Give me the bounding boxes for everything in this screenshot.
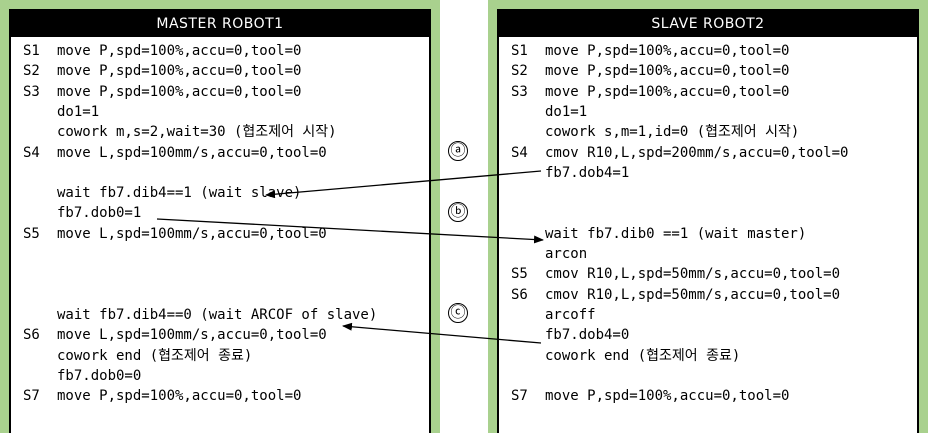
master-code-line: S1 move P,spd=100%,accu=0,tool=0	[11, 41, 301, 61]
slave-statement: move P,spd=100%,accu=0,tool=0	[545, 83, 790, 100]
slave-statement: fb7.dob4=0	[545, 327, 630, 344]
master-statement: do1=1	[57, 103, 100, 120]
slave-code-line	[499, 203, 545, 223]
master-code-line: S5 move L,spd=100mm/s,accu=0,tool=0	[11, 224, 327, 244]
slave-title: SLAVE ROBOT2	[499, 11, 917, 37]
master-panel: MASTER ROBOT1 S1 move P,spd=100%,accu=0,t…	[0, 0, 440, 433]
slave-panel: SLAVE ROBOT2 S1 move P,spd=100%,accu=0,to…	[488, 0, 928, 433]
master-step-label: S6	[23, 327, 40, 344]
slave-code-line: do1=1	[499, 102, 587, 122]
master-code-line: S7 move P,spd=100%,accu=0,tool=0	[11, 386, 301, 406]
slave-step-label: S7	[511, 388, 528, 405]
slave-code-line: cowork s,m=1,id=0 (협조제어 시작)	[499, 122, 799, 142]
slave-statement: cmov R10,L,spd=50mm/s,accu=0,tool=0	[545, 266, 841, 283]
marker-a: ⓐ	[448, 141, 468, 161]
master-statement: move P,spd=100%,accu=0,tool=0	[57, 63, 302, 80]
slave-statement: arcoff	[545, 306, 596, 323]
master-panel-frame: MASTER ROBOT1 S1 move P,spd=100%,accu=0,t…	[9, 9, 431, 433]
master-step-label: S5	[23, 225, 40, 242]
slave-step-label: S2	[511, 63, 528, 80]
master-step-label: S1	[23, 43, 40, 59]
slave-statement: cowork s,m=1,id=0 (협조제어 시작)	[545, 124, 800, 141]
master-code-line	[11, 285, 57, 305]
slave-statement: move P,spd=100%,accu=0,tool=0	[545, 43, 790, 59]
master-statement: wait fb7.dib4==1 (wait slave)	[57, 185, 302, 202]
master-step-label: S4	[23, 144, 40, 161]
master-statement: move L,spd=100mm/s,accu=0,tool=0	[57, 144, 327, 161]
slave-code-line: S3 move P,spd=100%,accu=0,tool=0	[499, 82, 789, 102]
master-code-line	[11, 244, 57, 264]
master-statement: cowork end (협조제어 종료)	[57, 347, 253, 364]
slave-statement: move P,spd=100%,accu=0,tool=0	[545, 388, 790, 405]
master-step-label: S3	[23, 83, 40, 100]
master-code-line: wait fb7.dib4==1 (wait slave)	[11, 183, 301, 203]
master-code-line: fb7.dob0=0	[11, 366, 141, 386]
slave-code-line: S1 move P,spd=100%,accu=0,tool=0	[499, 41, 789, 61]
slave-code-line: cowork end (협조제어 종료)	[499, 346, 740, 366]
slave-code-line: S7 move P,spd=100%,accu=0,tool=0	[499, 386, 789, 406]
slave-code-line: arcoff	[499, 305, 596, 325]
slave-code-line: wait fb7.dib0 ==1 (wait master)	[499, 224, 806, 244]
slave-step-label: S4	[511, 144, 528, 161]
slave-statement: move P,spd=100%,accu=0,tool=0	[545, 63, 790, 80]
master-code-line: fb7.dob0=1	[11, 203, 141, 223]
master-code-line	[11, 264, 57, 284]
slave-code-line: fb7.dob4=0	[499, 325, 629, 345]
slave-code-line: S2 move P,spd=100%,accu=0,tool=0	[499, 61, 789, 81]
master-statement: move P,spd=100%,accu=0,tool=0	[57, 388, 302, 405]
slave-panel-frame: SLAVE ROBOT2 S1 move P,spd=100%,accu=0,to…	[497, 9, 919, 433]
slave-step-label: S6	[511, 286, 528, 303]
slave-code-line	[499, 366, 545, 386]
slave-code-line: arcon	[499, 244, 587, 264]
master-code-line: cowork m,s=2,wait=30 (협조제어 시작)	[11, 122, 337, 142]
slave-statement: cowork end (협조제어 종료)	[545, 347, 741, 364]
master-statement: fb7.dob0=0	[57, 367, 142, 384]
master-title: MASTER ROBOT1	[11, 11, 429, 37]
master-code-line: do1=1	[11, 102, 99, 122]
master-code-line: S6 move L,spd=100mm/s,accu=0,tool=0	[11, 325, 327, 345]
master-statement: wait fb7.dib4==0 (wait ARCOF of slave)	[57, 306, 378, 323]
slave-step-label: S3	[511, 83, 528, 100]
master-statement: move L,spd=100mm/s,accu=0,tool=0	[57, 225, 327, 242]
master-code-line: S2 move P,spd=100%,accu=0,tool=0	[11, 61, 301, 81]
master-statement: fb7.dob0=1	[57, 205, 142, 222]
master-code-line: S3 move P,spd=100%,accu=0,tool=0	[11, 82, 301, 102]
master-code-line: cowork end (협조제어 종료)	[11, 346, 252, 366]
slave-step-label: S1	[511, 43, 528, 59]
master-step-label: S7	[23, 388, 40, 405]
master-code-line: wait fb7.dib4==0 (wait ARCOF of slave)	[11, 305, 377, 325]
master-statement: move P,spd=100%,accu=0,tool=0	[57, 83, 302, 100]
slave-statement: cmov R10,L,spd=200mm/s,accu=0,tool=0	[545, 144, 849, 161]
master-step-label: S2	[23, 63, 40, 80]
slave-step-label: S5	[511, 266, 528, 283]
master-statement: move L,spd=100mm/s,accu=0,tool=0	[57, 327, 327, 344]
marker-c: ⓒ	[448, 303, 468, 323]
slave-code-line: S5 cmov R10,L,spd=50mm/s,accu=0,tool=0	[499, 264, 840, 284]
slave-code-line: S4 cmov R10,L,spd=200mm/s,accu=0,tool=0	[499, 143, 848, 163]
master-statement: cowork m,s=2,wait=30 (협조제어 시작)	[57, 124, 337, 141]
master-statement: move P,spd=100%,accu=0,tool=0	[57, 43, 302, 59]
slave-code-line	[499, 183, 545, 203]
slave-statement: arcon	[545, 246, 588, 262]
slave-statement: do1=1	[545, 103, 588, 120]
master-code-line	[11, 163, 57, 183]
slave-code-line: S6 cmov R10,L,spd=50mm/s,accu=0,tool=0	[499, 285, 840, 305]
slave-code-line: fb7.dob4=1	[499, 163, 629, 183]
marker-b: ⓑ	[448, 202, 468, 222]
master-code-line: S4 move L,spd=100mm/s,accu=0,tool=0	[11, 143, 327, 163]
slave-statement: wait fb7.dib0 ==1 (wait master)	[545, 225, 807, 242]
slave-statement: fb7.dob4=1	[545, 164, 630, 181]
slave-statement: cmov R10,L,spd=50mm/s,accu=0,tool=0	[545, 286, 841, 303]
